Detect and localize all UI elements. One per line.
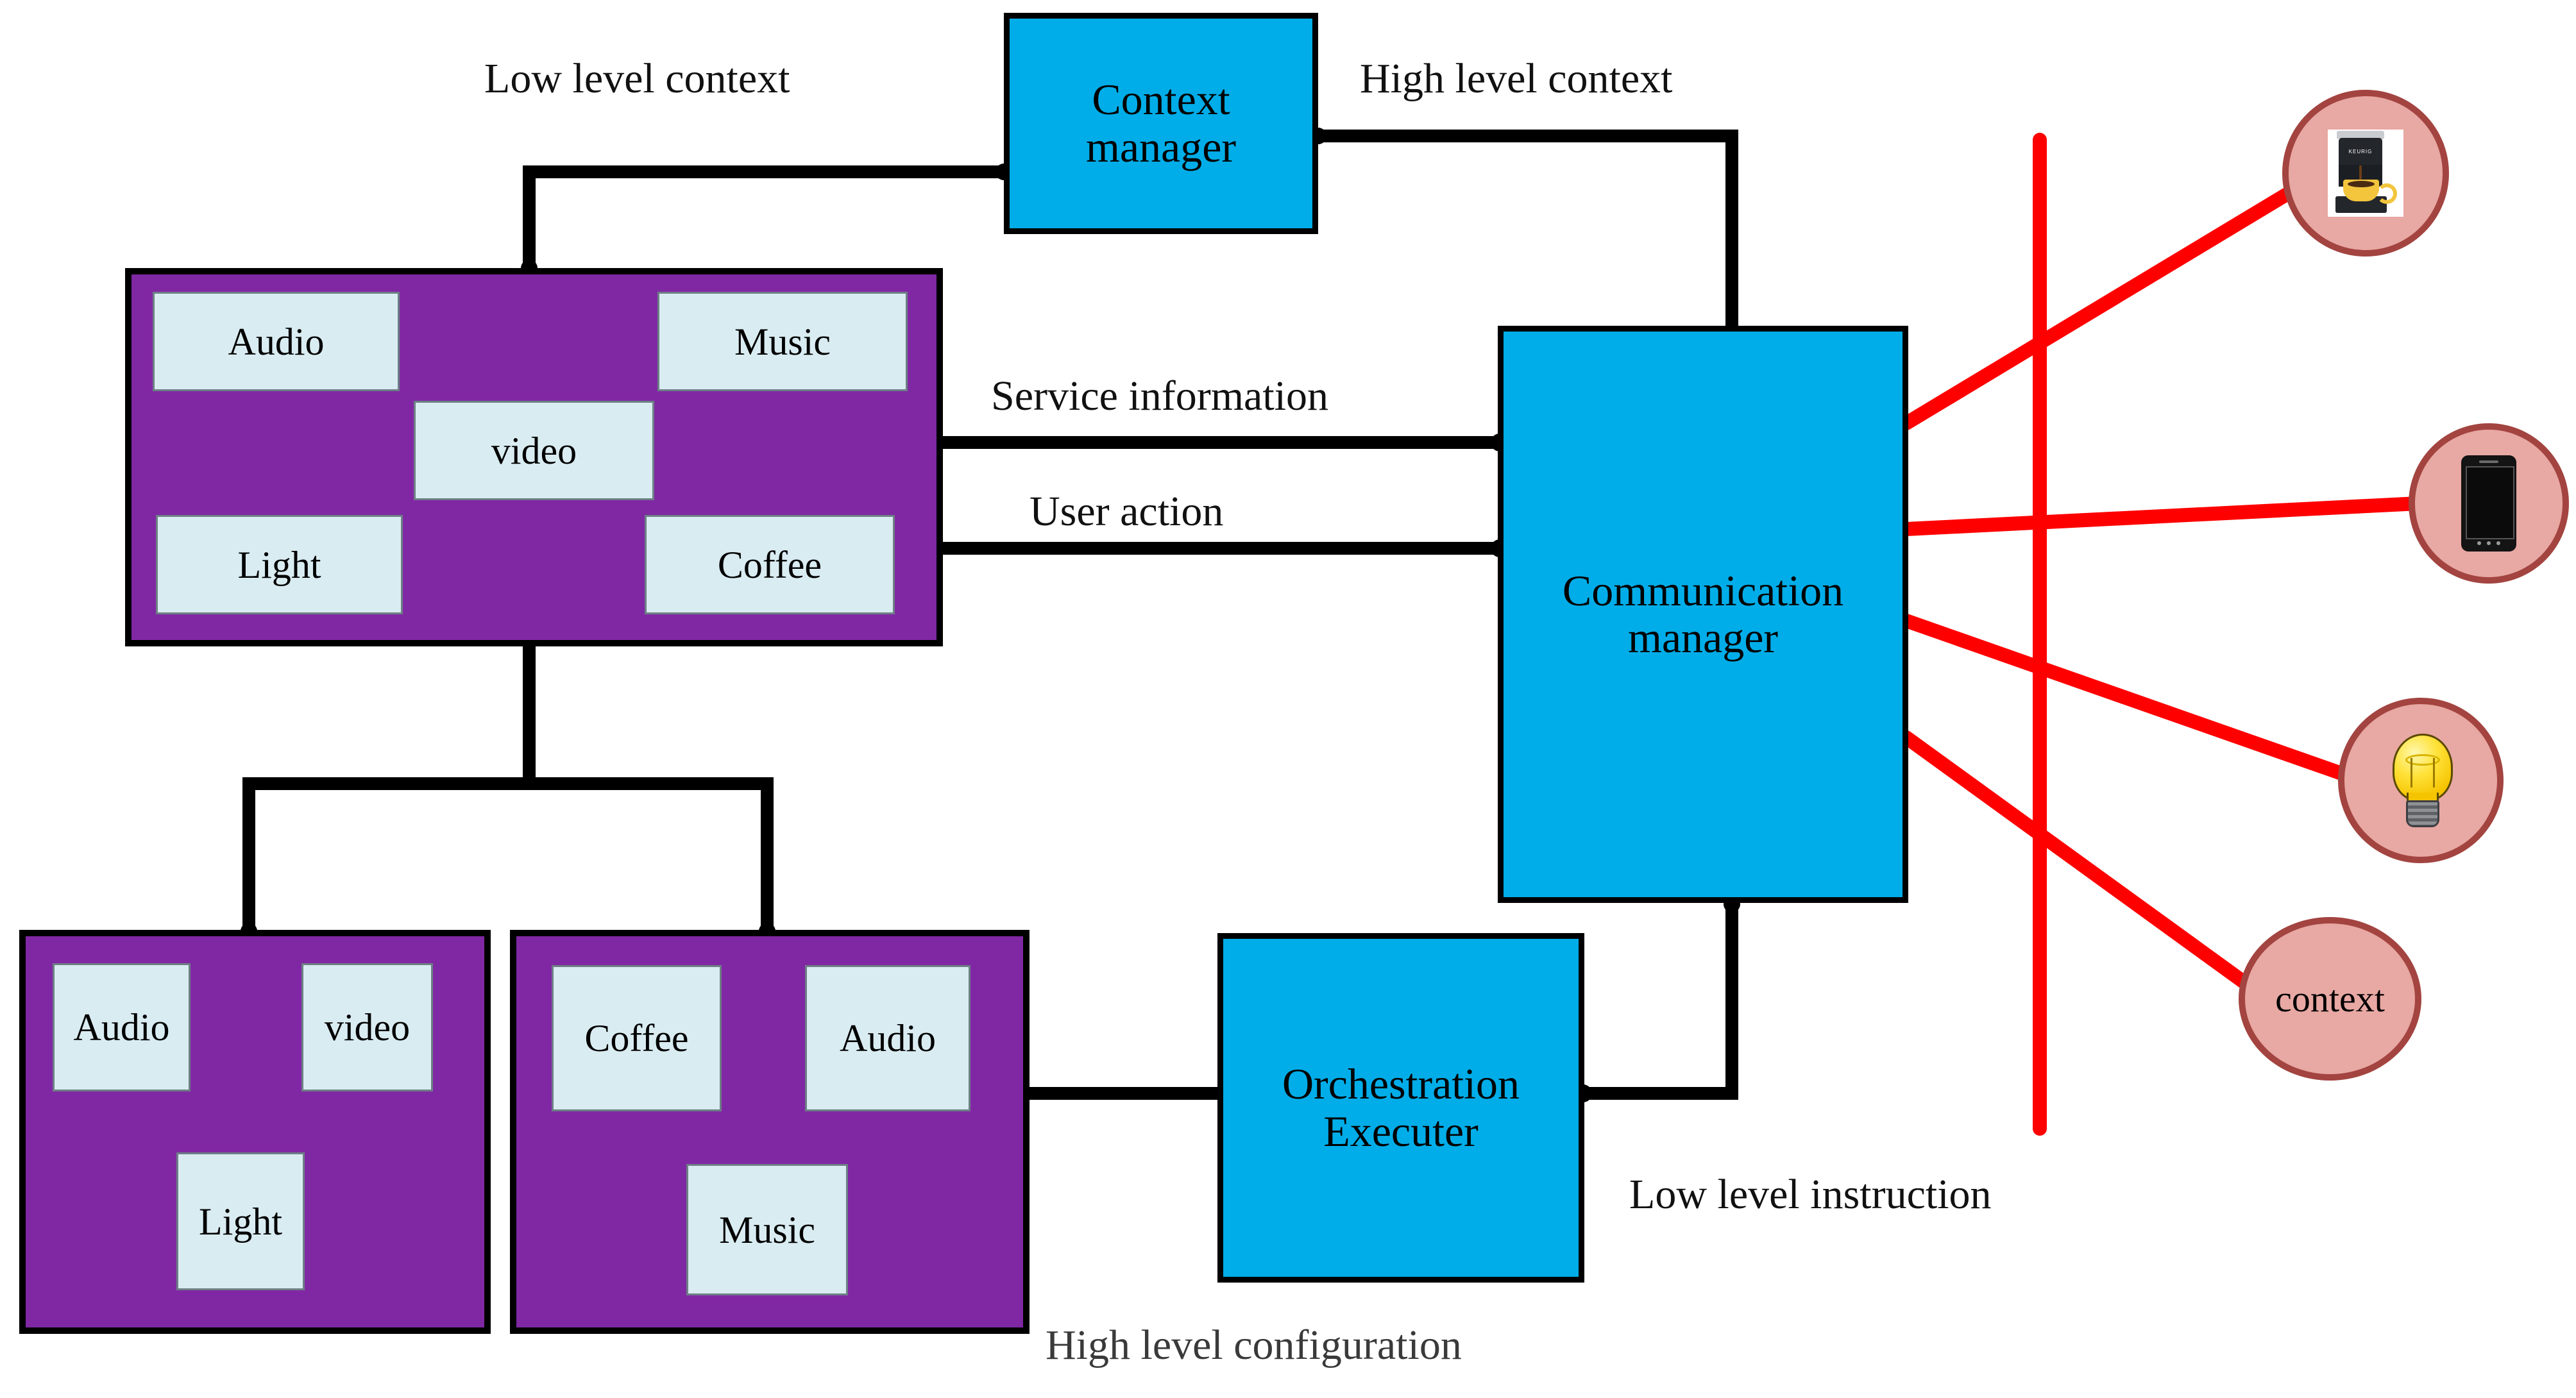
context-manager-label-line2: manager <box>1085 122 1237 171</box>
red-link-phone <box>1899 496 2425 536</box>
orchestration-executer-label-line1: Orchestration <box>1282 1059 1520 1109</box>
config-a-chip-light[interactable]: Light <box>176 1152 305 1290</box>
coffee-machine-icon: KEURIG <box>2328 130 2403 217</box>
coffee-machine-brand: KEURIG <box>2348 149 2373 155</box>
label-low-level-context: Low level context <box>484 55 790 102</box>
communication-manager-label-line2: manager <box>1627 613 1779 662</box>
red-link-bulb <box>1899 614 2374 789</box>
device-light-bulb[interactable] <box>2338 698 2504 863</box>
diagram-caption: High level configuration <box>1046 1322 1462 1369</box>
red-link-coffee <box>1899 185 2297 430</box>
label-high-level-context: High level context <box>1360 55 1673 102</box>
label-user-action: User action <box>1030 488 1224 535</box>
light-bulb-icon <box>2386 732 2455 829</box>
config-b-chip-audio[interactable]: Audio <box>805 965 970 1111</box>
service-pool-container[interactable]: Audio Music video Light Coffee <box>125 268 943 646</box>
wire-instruction <box>1577 895 1738 1100</box>
orchestration-executer-node[interactable]: Orchestration Executer <box>1217 933 1584 1283</box>
config-a-container[interactable]: Audio video Light <box>19 930 491 1334</box>
communication-manager-node[interactable]: Communication manager <box>1498 326 1908 903</box>
service-chip-coffee[interactable]: Coffee <box>645 515 895 614</box>
chip-label: video <box>491 429 577 472</box>
context-manager-node[interactable]: Context manager <box>1004 13 1318 234</box>
context-node-label: context <box>2275 977 2385 1020</box>
chip-label: Music <box>734 320 831 363</box>
service-chip-music[interactable]: Music <box>657 292 908 391</box>
config-a-chip-audio[interactable]: Audio <box>53 963 191 1091</box>
device-context-node[interactable]: context <box>2239 917 2421 1081</box>
device-smartphone[interactable] <box>2409 423 2569 584</box>
service-chip-light[interactable]: Light <box>156 515 403 614</box>
red-link-context <box>1899 730 2258 995</box>
label-low-level-instruction: Low level instruction <box>1629 1171 1992 1218</box>
communication-manager-label-line1: Communication <box>1562 566 1844 615</box>
chip-label: Audio <box>228 320 325 363</box>
service-chip-audio[interactable]: Audio <box>153 292 400 391</box>
chip-label: Music <box>719 1208 815 1251</box>
orchestration-executer-label-line2: Executer <box>1323 1106 1479 1156</box>
smartphone-icon <box>2461 455 2516 552</box>
chip-label: video <box>324 1006 411 1048</box>
wire-low-level-context <box>523 165 1010 274</box>
chip-label: Coffee <box>584 1017 689 1059</box>
chip-label: Light <box>199 1200 282 1243</box>
context-manager-label-line1: Context <box>1092 75 1230 124</box>
config-b-chip-coffee[interactable]: Coffee <box>552 965 722 1111</box>
config-a-chip-video[interactable]: video <box>301 963 433 1091</box>
wire-high-level-context <box>1312 130 1738 335</box>
device-coffee-machine[interactable]: KEURIG <box>2282 90 2449 257</box>
chip-label: Audio <box>73 1006 170 1048</box>
chip-label: Light <box>237 543 321 586</box>
chip-label: Audio <box>840 1017 936 1059</box>
service-chip-video[interactable]: video <box>414 401 654 500</box>
chip-label: Coffee <box>717 543 822 586</box>
label-service-information: Service information <box>991 373 1329 419</box>
config-b-chip-music[interactable]: Music <box>686 1164 848 1295</box>
config-b-container[interactable]: Coffee Audio Music <box>510 930 1030 1334</box>
